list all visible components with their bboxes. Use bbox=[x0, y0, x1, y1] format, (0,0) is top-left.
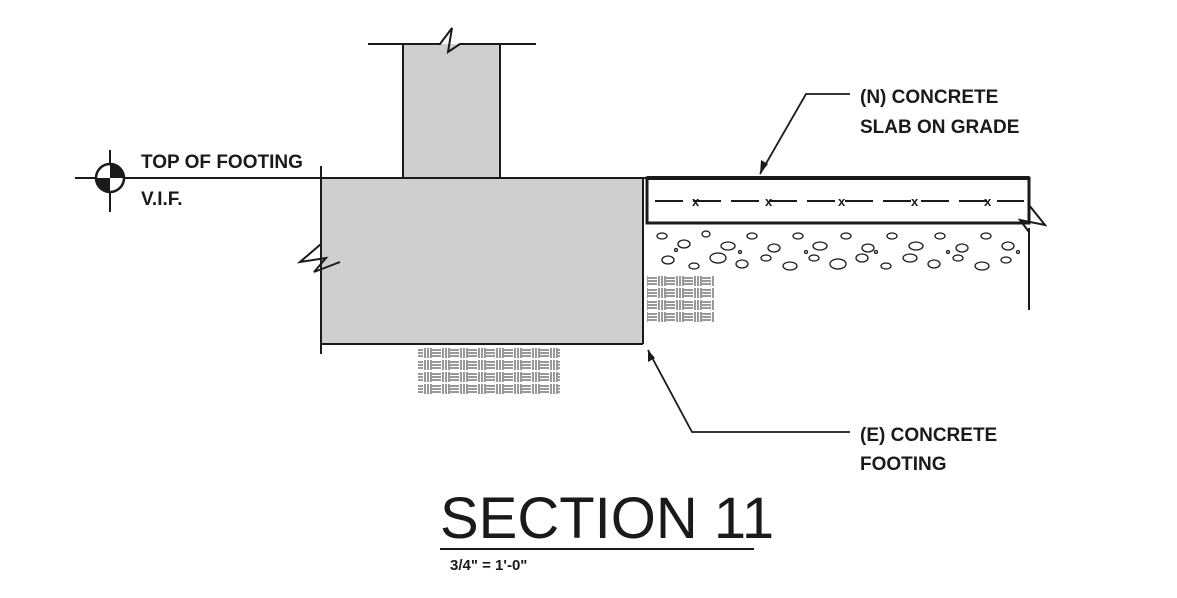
rebar-marks: x x x x x bbox=[692, 194, 992, 209]
top-of-footing-label: TOP OF FOOTING bbox=[141, 152, 303, 173]
scale-label: 3/4" = 1'-0" bbox=[450, 557, 527, 574]
gravel-base bbox=[656, 230, 1021, 271]
slab-label-line2: SLAB ON GRADE bbox=[860, 117, 1019, 138]
svg-text:x: x bbox=[984, 194, 992, 209]
slab-label-line1: (N) CONCRETE bbox=[860, 87, 998, 108]
svg-text:x: x bbox=[911, 194, 919, 209]
footing-label-line1: (E) CONCRETE bbox=[860, 425, 997, 446]
concrete-slab: x x x x x bbox=[645, 176, 1048, 233]
svg-text:x: x bbox=[838, 194, 846, 209]
datum-marker-icon bbox=[94, 150, 126, 212]
soil-hatch bbox=[647, 276, 715, 322]
wall-stem bbox=[368, 27, 536, 178]
slab-leader bbox=[759, 93, 850, 175]
break-line bbox=[368, 27, 536, 55]
concrete-footing bbox=[296, 166, 644, 354]
break-line bbox=[1017, 204, 1048, 233]
vif-label: V.I.F. bbox=[141, 189, 183, 210]
svg-text:x: x bbox=[692, 194, 700, 209]
break-line bbox=[296, 243, 341, 273]
svg-text:x: x bbox=[765, 194, 773, 209]
footing-leader bbox=[647, 349, 850, 433]
section-title: SECTION 11 bbox=[440, 486, 774, 551]
soil-hatch bbox=[418, 348, 560, 394]
footing-label-line2: FOOTING bbox=[860, 454, 947, 475]
